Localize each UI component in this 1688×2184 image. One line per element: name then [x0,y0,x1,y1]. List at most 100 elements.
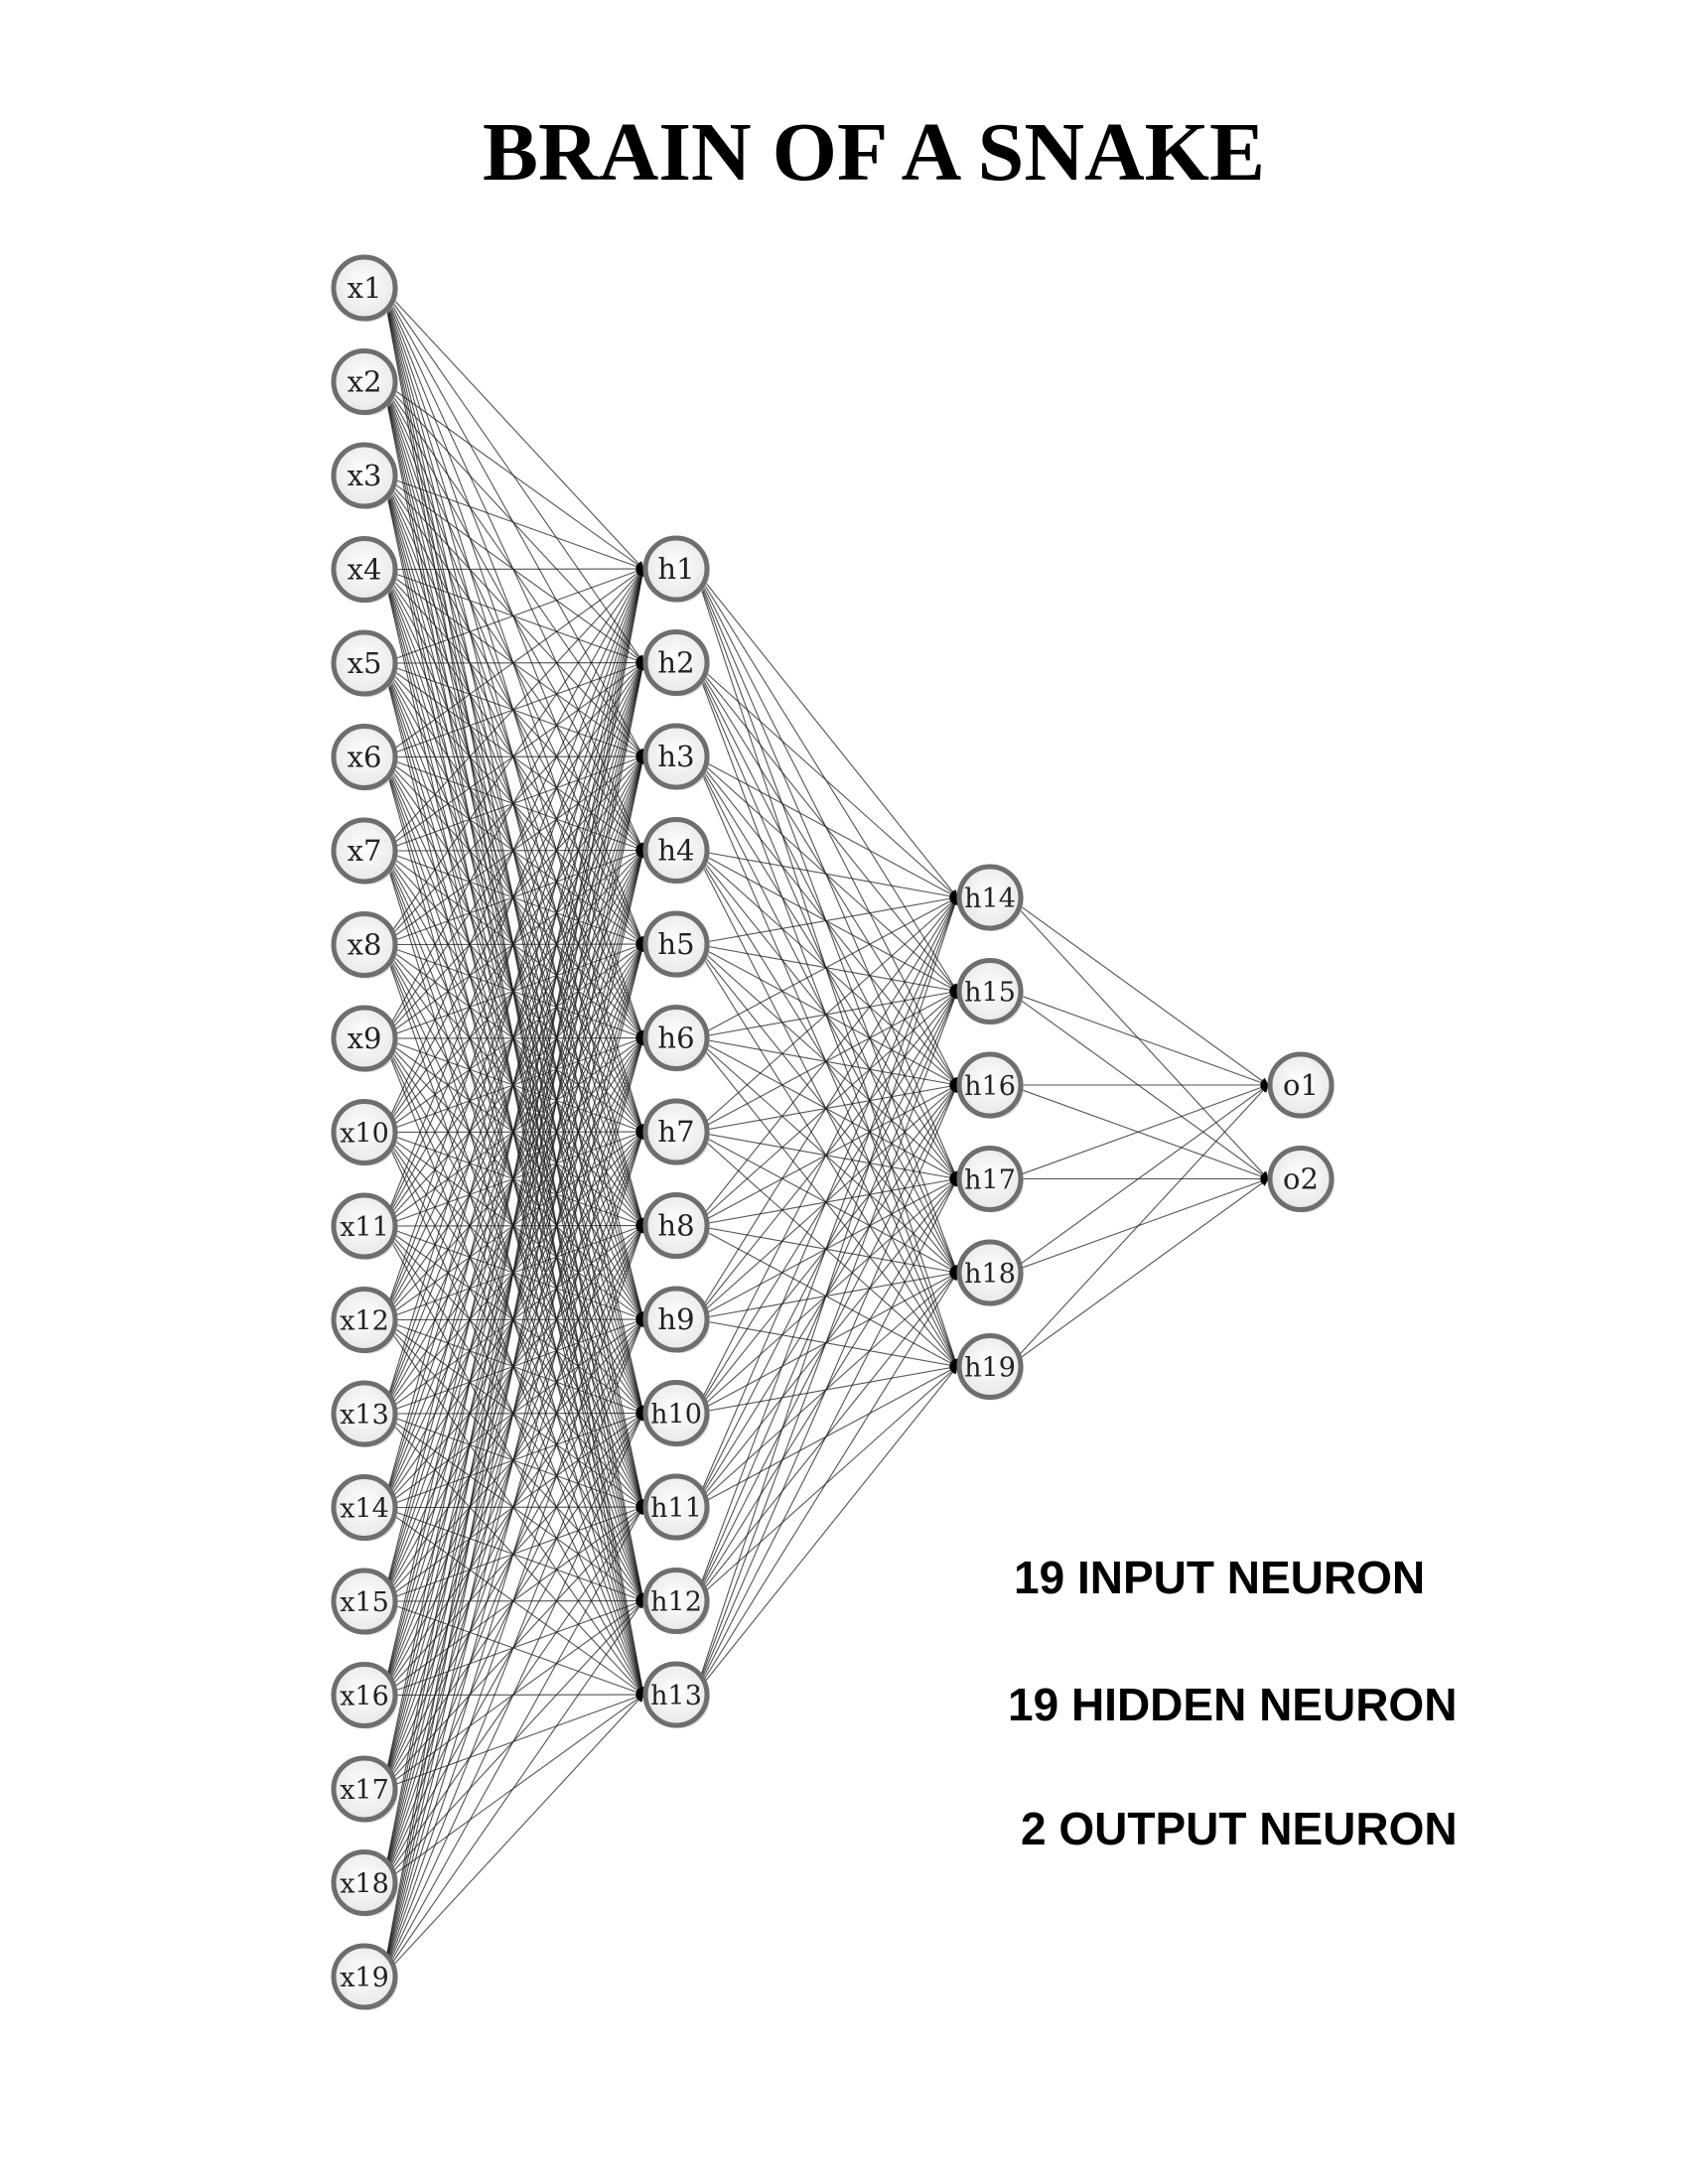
neuron-circle [331,1287,398,1353]
neuron-circle [331,1943,398,2010]
connection-x9-h1 [382,568,644,1039]
neuron-label: h3 [657,740,694,773]
neuron-x17: x17 [331,1755,398,1823]
neuron-label: h15 [964,978,1016,1009]
neuron-label: h10 [650,1400,702,1431]
neuron-h1: h1 [642,535,710,603]
neuron-h4: h4 [642,817,710,885]
connection-h17-o1 [1008,1083,1269,1180]
neuron-circle [956,958,1024,1024]
connection-x19-h10 [382,1412,644,1978]
neuron-label: h1 [657,552,694,586]
diagram-title: BRAIN OF A SNAKE [482,106,1266,199]
connection-x19-h3 [382,755,646,1978]
connection-h7-h14 [694,896,958,1133]
neuron-x13: x13 [331,1380,398,1447]
neuron-circle [331,911,398,978]
neuron-label: h17 [964,1165,1016,1196]
neuron-circle [642,535,710,603]
connection-h13-h15 [694,990,959,1696]
neuron-circle [331,1005,398,1072]
connection-x5-h1 [382,567,644,664]
neuron-label: x1 [348,271,382,305]
connection-x15-h1 [382,568,646,1602]
connection-h12-h14 [694,896,959,1601]
neuron-label: h19 [964,1353,1016,1384]
neuron-label: h16 [964,1071,1016,1102]
neuron-circle [331,254,398,322]
connection-h13-h16 [694,1084,958,1696]
connection-x16-h1 [382,568,646,1696]
neuron-h5: h5 [642,910,710,978]
neuron-label: o2 [1283,1162,1319,1196]
connection-x10-h1 [382,568,644,1133]
neuron-circle [642,910,710,978]
connection-x19-h2 [382,661,646,1978]
neuron-label: x19 [340,1963,389,1993]
neuron-circle [956,1051,1024,1119]
connection-h14-o1 [1008,896,1269,1086]
neuron-h8: h8 [642,1192,710,1260]
connection-h18-o1 [1008,1084,1269,1274]
connection-h4-h14 [694,849,958,900]
connection-h13-h18 [694,1272,958,1696]
connection-h13-h14 [694,896,959,1696]
neuron-circle [642,1661,710,1728]
neuron-circle [331,1662,398,1728]
connection-x4-h1 [382,565,644,574]
neuron-circle [331,1099,398,1165]
connection-x19-h7 [382,1131,645,1978]
connection-x19-h1 [382,568,646,1978]
neuron-x14: x14 [331,1474,398,1542]
connection-x19-h4 [382,849,646,1978]
neuron-circle [331,724,398,790]
neuron-circle [1267,1051,1335,1119]
neuron-label: x18 [340,1869,389,1900]
neuron-label: x13 [340,1400,389,1431]
neuron-x9: x9 [331,1005,398,1072]
connection-h15-o1 [1008,990,1269,1087]
connection-x14-h1 [382,568,645,1508]
connection-x13-h1 [382,568,645,1415]
neuron-circle [331,817,398,885]
neuron-x8: x8 [331,911,398,979]
neuron-x19: x19 [331,1943,398,2010]
connection-h1-h14 [694,568,958,898]
neuron-circle [642,1192,710,1259]
neuron-circle [956,1239,1024,1306]
connection-h10-h14 [694,896,958,1414]
hidden-neuron-count-label: 19 HIDDEN NEURON [1008,1679,1458,1730]
neuron-circle [956,1333,1024,1400]
neuron-circle [331,629,398,697]
connection-x19-h11 [382,1506,644,1978]
neuron-circle [642,1286,710,1353]
neuron-h13: h13 [642,1661,710,1728]
neuron-h9: h9 [642,1286,710,1353]
neuron-x12: x12 [331,1287,398,1354]
connection-h6-h14 [694,896,958,1038]
neuron-h19: h19 [956,1333,1024,1401]
neuron-h12: h12 [642,1568,710,1635]
neuron-label: x4 [348,553,382,587]
connection-x17-h1 [382,568,646,1790]
neuron-h7: h7 [642,1098,710,1165]
connection-x19-h13 [382,1694,644,1978]
neuron-x4: x4 [331,536,398,604]
neuron-circle [331,536,398,603]
connection-x11-h1 [382,568,645,1227]
neuron-label: h18 [964,1259,1016,1290]
neuron-x6: x6 [331,724,398,791]
connection-h11-h14 [694,896,958,1508]
connection-h19-o1 [1008,1084,1269,1367]
neuron-label: x2 [348,365,382,399]
neuron-circle [956,1146,1024,1212]
neuron-circle [642,1005,710,1071]
neuron-label: h8 [657,1209,694,1243]
neuron-circle [642,629,710,696]
neuron-circle [331,1192,398,1260]
neuron-x18: x18 [331,1849,398,1917]
neuron-circle [331,1568,398,1635]
connection-h13-h19 [694,1365,958,1696]
neuron-label: h2 [657,646,694,680]
